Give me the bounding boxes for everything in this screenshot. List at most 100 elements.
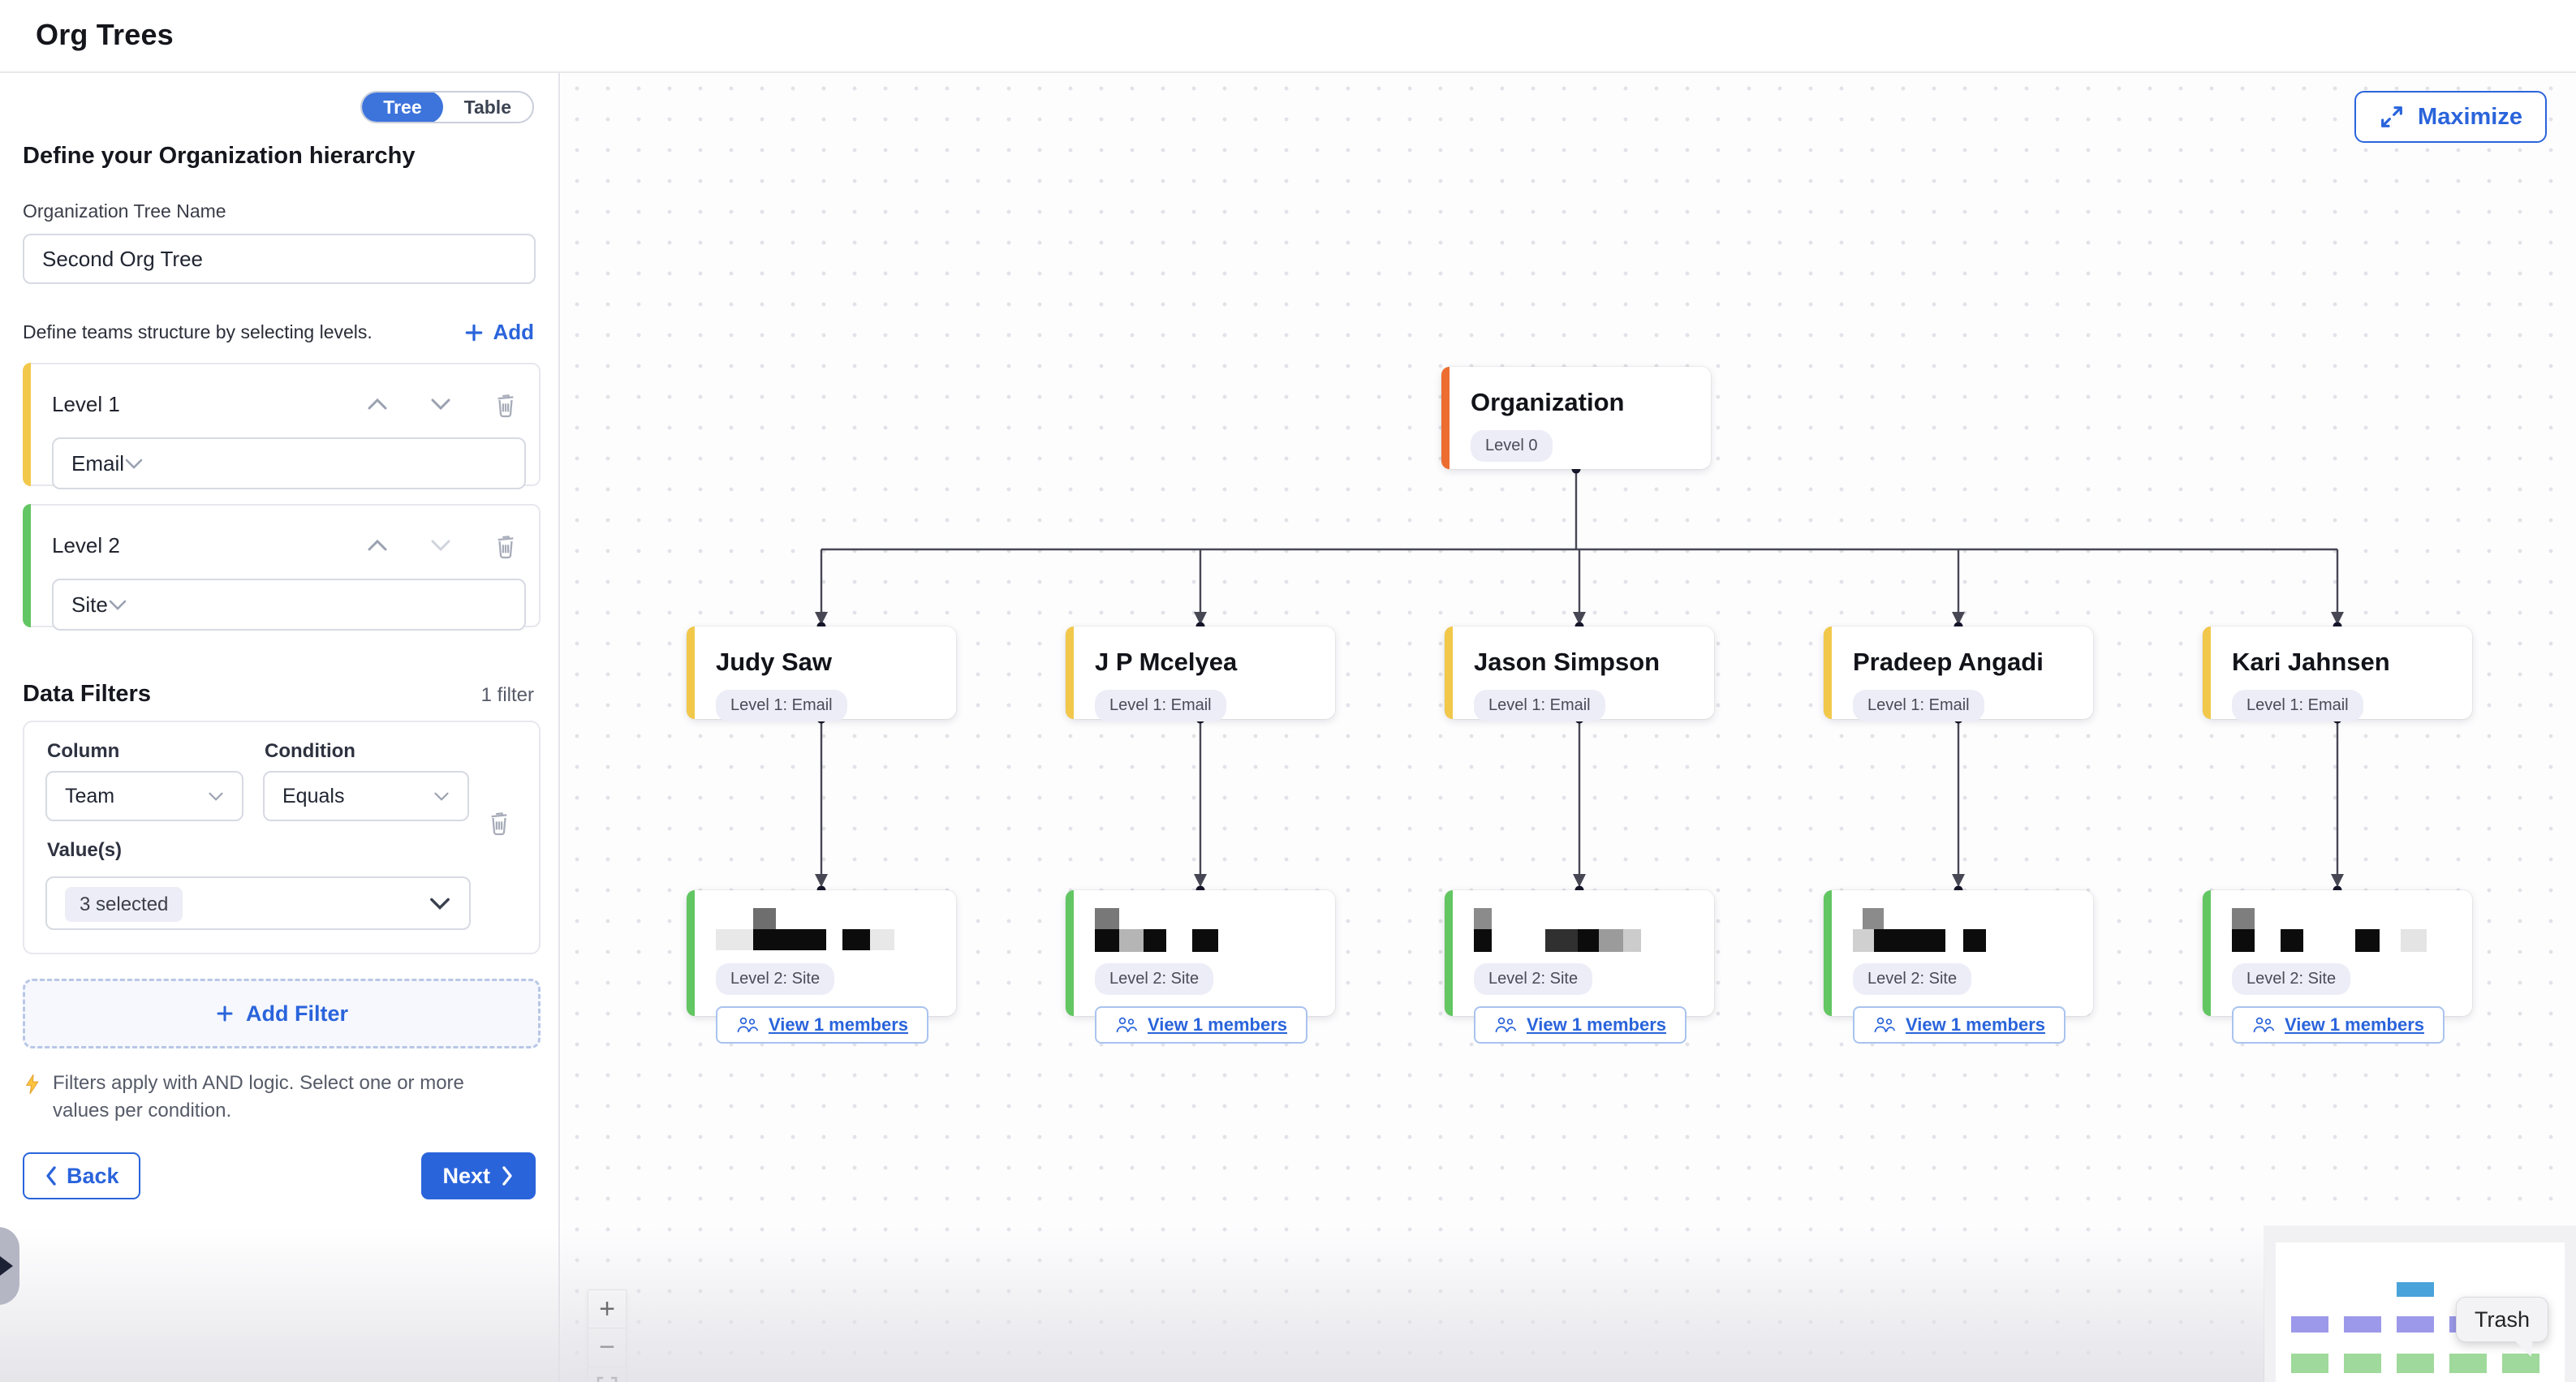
data-filters-title: Data Filters [23, 681, 151, 708]
chevron-down-icon [430, 397, 451, 411]
org-node-level2[interactable]: Level 2: Site View 1 members [1066, 890, 1335, 1016]
zoom-out-button[interactable]: − [588, 1328, 627, 1367]
trash-tooltip: Trash [2456, 1297, 2548, 1342]
delete-level-button[interactable] [489, 385, 523, 423]
level-field-select[interactable]: Site [52, 579, 526, 631]
minimap-root-node [2397, 1282, 2434, 1297]
level-field-select[interactable]: Email [52, 437, 526, 489]
members-icon [1873, 1015, 1896, 1035]
add-filter-button[interactable]: Add Filter [23, 979, 541, 1048]
node-accent-bar [1445, 890, 1453, 1016]
filter-column-select[interactable]: Team [45, 771, 243, 821]
fit-view-button[interactable] [588, 1367, 627, 1382]
back-button[interactable]: Back [23, 1152, 140, 1199]
level-field-value: Site [71, 592, 108, 618]
filter-column-value: Team [65, 785, 208, 808]
config-sidebar: Tree Table Define your Organization hier… [0, 73, 560, 1382]
org-node-level1[interactable]: Pradeep Angadi Level 1: Email [1824, 626, 2093, 719]
level-accent-bar [23, 363, 31, 486]
members-icon [1115, 1015, 1138, 1035]
node-level-badge: Level 2: Site [1853, 963, 1971, 995]
node-title: Organization [1471, 388, 1691, 417]
node-level-badge: Level 2: Site [716, 963, 834, 995]
node-level-badge: Level 1: Email [2232, 690, 2363, 721]
lightning-icon [23, 1070, 41, 1099]
plus-icon [215, 1004, 235, 1023]
add-filter-label: Add Filter [246, 1001, 348, 1027]
selected-values-chip: 3 selected [65, 887, 183, 922]
org-node-level2[interactable]: Level 2: Site View 1 members [1445, 890, 1714, 1016]
delete-level-button[interactable] [489, 527, 523, 564]
view-members-button[interactable]: View 1 members [1095, 1006, 1307, 1044]
next-button[interactable]: Next [421, 1152, 536, 1199]
level-card-2: Level 2 Site [23, 504, 541, 627]
sidebar-collapse-handle[interactable] [0, 1227, 19, 1305]
node-level-badge: Level 1: Email [716, 690, 847, 721]
org-tree-canvas[interactable]: Maximize Organization Level 0 Judy Saw L… [562, 73, 2576, 1382]
tree-name-input[interactable] [23, 234, 536, 284]
members-icon [2252, 1015, 2275, 1035]
redacted-node-title [1095, 908, 1298, 952]
delete-filter-button[interactable] [482, 803, 516, 841]
view-members-button[interactable]: View 1 members [2232, 1006, 2445, 1044]
members-icon [1494, 1015, 1517, 1035]
view-members-button[interactable]: View 1 members [716, 1006, 928, 1044]
node-accent-bar [2203, 626, 2211, 719]
redacted-node-title [1853, 908, 2056, 952]
next-label: Next [442, 1164, 490, 1189]
org-node-level1[interactable]: Kari Jahnsen Level 1: Email [2203, 626, 2472, 719]
org-node-level1[interactable]: Judy Saw Level 1: Email [687, 626, 956, 719]
node-accent-bar [687, 626, 695, 719]
minimap-level2-node [2449, 1354, 2487, 1373]
node-title: Kari Jahnsen [2232, 648, 2453, 677]
trash-icon [493, 390, 518, 418]
chevron-down-icon [124, 458, 144, 470]
move-level-down-button[interactable] [425, 392, 456, 416]
trash-icon [487, 808, 511, 836]
org-node-level1[interactable]: Jason Simpson Level 1: Email [1445, 626, 1714, 719]
chevron-down-icon [433, 791, 450, 802]
maximize-button[interactable]: Maximize [2354, 91, 2547, 143]
node-level-badge: Level 2: Site [2232, 963, 2350, 995]
level-name: Level 1 [52, 392, 330, 417]
plus-icon [463, 322, 485, 343]
node-level-badge: Level 1: Email [1095, 690, 1226, 721]
node-title: Pradeep Angadi [1853, 648, 2074, 677]
add-level-button[interactable]: Add [463, 320, 534, 345]
org-node-level2[interactable]: Level 2: Site View 1 members [2203, 890, 2472, 1016]
node-level-badge: Level 1: Email [1474, 690, 1605, 721]
values-label: Value(s) [47, 839, 523, 862]
org-node-level1[interactable]: J P Mcelyea Level 1: Email [1066, 626, 1335, 719]
chevron-up-icon [367, 538, 388, 553]
chevron-down-icon [208, 791, 224, 802]
node-level-badge: Level 0 [1471, 430, 1553, 462]
move-level-up-button[interactable] [362, 392, 393, 416]
move-level-down-button[interactable] [425, 533, 456, 558]
org-node-root[interactable]: Organization Level 0 [1441, 367, 1711, 469]
move-level-up-button[interactable] [362, 533, 393, 558]
condition-label: Condition [265, 740, 469, 763]
table-toggle-option[interactable]: Table [443, 91, 532, 123]
view-toggle-row: Tree Table [23, 91, 534, 123]
node-level-badge: Level 2: Site [1095, 963, 1213, 995]
node-title: J P Mcelyea [1095, 648, 1316, 677]
org-node-level2[interactable]: Level 2: Site View 1 members [687, 890, 956, 1016]
node-accent-bar [1066, 890, 1074, 1016]
page-title: Org Trees [36, 18, 174, 52]
view-members-label: View 1 members [2285, 1014, 2424, 1035]
node-accent-bar [1824, 626, 1832, 719]
tree-toggle-option[interactable]: Tree [362, 91, 442, 123]
org-node-level2[interactable]: Level 2: Site View 1 members [1824, 890, 2093, 1016]
filter-values-select[interactable]: 3 selected [45, 876, 471, 930]
view-members-button[interactable]: View 1 members [1853, 1006, 2066, 1044]
view-members-label: View 1 members [1148, 1014, 1287, 1035]
node-level-badge: Level 1: Email [1853, 690, 1984, 721]
view-members-button[interactable]: View 1 members [1474, 1006, 1686, 1044]
maximize-label: Maximize [2418, 104, 2522, 131]
chevron-up-icon [367, 397, 388, 411]
level-card-1: Level 1 Email [23, 363, 541, 486]
zoom-in-button[interactable]: + [588, 1289, 627, 1328]
filter-condition-select[interactable]: Equals [263, 771, 469, 821]
minimap-level2-node [2291, 1354, 2328, 1373]
view-toggle: Tree Table [360, 91, 534, 123]
